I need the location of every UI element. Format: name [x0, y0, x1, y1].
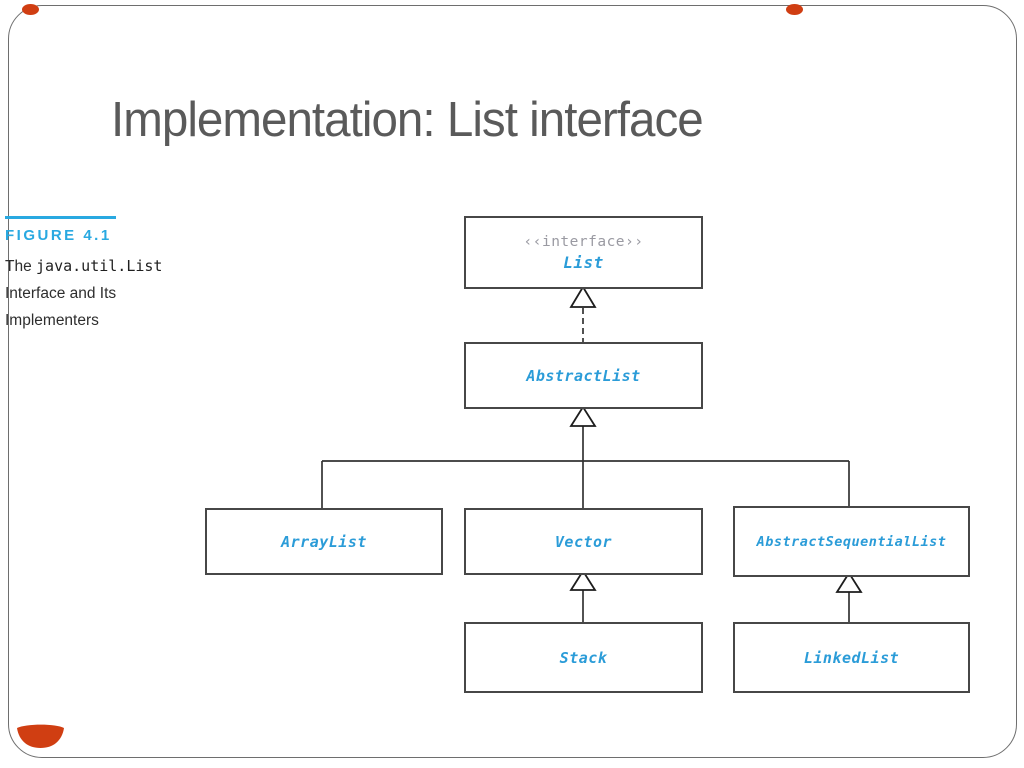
generalization-arrowhead-icon: [835, 571, 863, 593]
class-box-stack: Stack: [464, 622, 703, 693]
red-dot-decoration: [22, 4, 39, 15]
class-name-abstractlist: AbstractList: [526, 366, 641, 385]
class-box-arraylist: ArrayList: [205, 508, 443, 575]
generalization-arrowhead-icon: [569, 285, 597, 308]
class-name-vector: Vector: [554, 532, 613, 551]
class-name-abstractsequentiallist: AbstractSequentialList: [756, 533, 947, 550]
class-box-abstractlist: AbstractList: [464, 342, 703, 409]
slide-title: Implementation: List interface: [111, 93, 704, 147]
figure-caption-code: java.util.List: [36, 257, 163, 275]
generalization-arrowhead-icon: [569, 405, 597, 427]
generalization-arrowhead-icon: [569, 569, 597, 591]
figure-label: FIGURE 4.1: [5, 227, 112, 244]
figure-caption-rule: [5, 216, 116, 219]
class-name-list: List: [563, 252, 604, 272]
figure-caption-line1: The java.util.List: [5, 257, 163, 275]
interface-stereotype: ‹‹interface››: [523, 233, 644, 250]
class-name-stack: Stack: [559, 648, 608, 667]
red-bowl-shape: [17, 724, 64, 748]
class-name-arraylist: ArrayList: [281, 532, 367, 551]
class-box-abstractsequentiallist: AbstractSequentialList: [733, 506, 970, 577]
figure-caption-line3: Implementers: [5, 312, 99, 329]
class-box-linkedlist: LinkedList: [733, 622, 970, 693]
figure-caption: The java.util.List Interface and Its Imp…: [5, 253, 205, 334]
class-box-list: ‹‹interface›› List: [464, 216, 703, 289]
figure-caption-line2: Interface and Its: [5, 285, 117, 302]
class-box-vector: Vector: [464, 508, 703, 575]
red-dot-decoration: [786, 4, 803, 15]
class-name-linkedlist: LinkedList: [803, 648, 900, 667]
